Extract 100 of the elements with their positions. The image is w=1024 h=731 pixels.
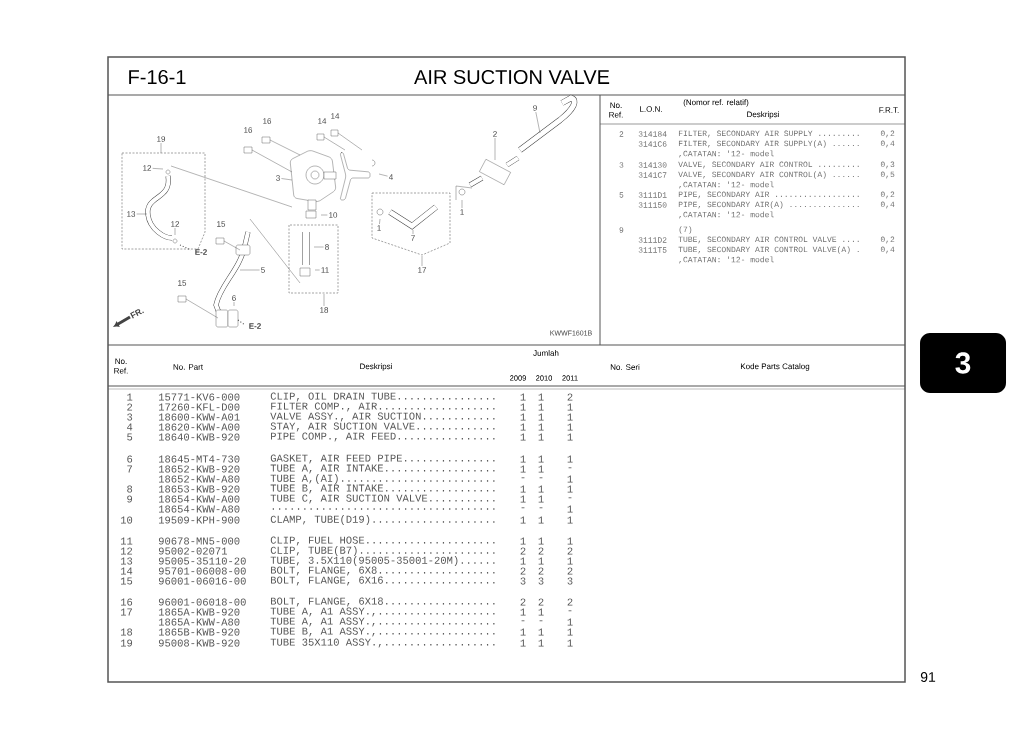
table-cell: 11 (120, 537, 133, 545)
table-cell: 2 (619, 131, 624, 137)
callout-number: 14 (331, 113, 340, 119)
table-cell: 1 (520, 465, 526, 473)
table-cell: 1865A-KWW-A80 (158, 618, 240, 626)
table-cell: 1 (520, 423, 526, 431)
table-cell: 2 (538, 547, 544, 555)
table-cell: TUBE A, A1 ASSY.,................... (270, 607, 495, 617)
table-cell: TUBE A,(AI)......................... (270, 474, 495, 484)
table-cell: FILTER, SECONDARY AIR SUPPLY ......... (678, 130, 859, 138)
table-cell: 2 (567, 598, 573, 606)
table-cell: 1 (567, 433, 573, 441)
table-cell: 95002-02071 (158, 547, 227, 555)
table-cell: 3141C6 (638, 141, 667, 147)
table-cell: 1865B-KWB-920 (158, 628, 240, 636)
table-cell: 0,5 (880, 171, 895, 179)
callout-number: 18 (320, 307, 329, 313)
leader-line (379, 218, 381, 225)
table-cell: 1 (567, 403, 573, 411)
callout-number: 3 (276, 175, 280, 181)
callout-number: 4 (388, 174, 393, 180)
table-cell: 95005-35110-20 (158, 557, 246, 565)
table-cell: 1 (538, 628, 544, 636)
table-cell: 0,2 (880, 130, 895, 138)
table-cell: 9 (619, 227, 624, 233)
table-cell: - (539, 507, 543, 509)
table-cell: VALVE ASSY., AIR SUCTION............ (270, 412, 495, 422)
table-cell: ,CATATAN: '12- model (679, 211, 774, 219)
table-cell: 1 (538, 608, 544, 616)
table-cell: 2 (567, 547, 573, 555)
table-cell: 314130 (638, 162, 667, 168)
leader-line (152, 168, 164, 170)
callout-number: 19 (157, 136, 166, 142)
table-header: No. Ref. (609, 102, 623, 118)
table-cell: TUBE C, AIR SUCTION VALVE........... (270, 494, 495, 504)
table-cell: 1 (520, 557, 526, 565)
table-cell: 18600-KWW-A01 (158, 413, 240, 421)
leader-line (412, 229, 414, 235)
table-cell: 1 (538, 465, 544, 473)
table-header: No. Part (173, 364, 203, 370)
table-cell: 0,2 (880, 236, 895, 244)
table-header: No. Ref. (114, 358, 128, 374)
leader-line (378, 173, 388, 177)
table-cell: - (521, 620, 525, 622)
table-cell: - (521, 477, 525, 479)
table-cell: 1 (567, 537, 573, 545)
table-cell: TUBE, SECONDARY AIR CONTROL VALVE(A) . (678, 246, 859, 254)
table-cell: BOLT, FLANGE, 6X8................... (271, 566, 495, 576)
table-header: F.R.T. (879, 107, 899, 113)
callout-number: 6 (232, 295, 236, 301)
table-cell: 1 (538, 413, 544, 421)
table-cell: 5 (619, 192, 624, 198)
table-cell: 95008-KWB-920 (158, 639, 240, 647)
table-cell: 9 (127, 495, 133, 503)
page-title: AIR SUCTION VALVE (414, 69, 610, 85)
callout-number: 12 (143, 165, 152, 171)
table-cell: 0,4 (880, 140, 895, 148)
table-cell: CLIP, TUBE(B7)...................... (270, 546, 495, 556)
table-cell: TUBE A, A1 ASSY.,................... (270, 617, 495, 627)
table-cell: TUBE 35X110 ASSY.,.................. (270, 638, 495, 648)
table-cell: 1 (567, 516, 573, 524)
table-cell: 0,4 (880, 246, 895, 254)
table-cell: .................................... (272, 508, 495, 510)
table-cell: PIPE, SECONDARY AIR .................. (678, 191, 859, 199)
leader-line (174, 227, 176, 236)
table-cell: 10 (120, 516, 133, 524)
table-cell: 18654-KWW-A00 (158, 495, 240, 503)
table-cell: FILTER COMP., AIR................... (271, 402, 495, 412)
callout-number: 15 (217, 221, 226, 227)
leader-line (461, 199, 463, 209)
direction-label: FR. (130, 309, 144, 319)
table-cell: 1 (127, 393, 133, 401)
table-cell: 1 (520, 413, 526, 421)
reference-marker: E-2 (249, 323, 261, 329)
page-number: 91 (920, 672, 936, 682)
table-cell: 0,2 (880, 191, 895, 199)
table-cell: PIPE, SECONDARY AIR(A) ............... (678, 201, 859, 209)
table-cell: 18620-KWW-A00 (158, 423, 240, 431)
leader-line (160, 142, 162, 154)
table-cell: 18653-KWB-920 (158, 485, 240, 493)
table-cell: 2 (567, 567, 573, 575)
leader-line (239, 269, 260, 271)
table-cell: 1865A-KWB-920 (158, 608, 240, 616)
table-cell: (7) (679, 226, 692, 234)
table-cell: 1 (538, 516, 544, 524)
table-cell: - (568, 467, 572, 469)
table-cell: 96001-06018-00 (158, 598, 246, 606)
table-cell: 1 (520, 537, 526, 545)
leader-line (320, 214, 328, 216)
table-cell: VALVE, SECONDARY AIR CONTROL ......... (678, 161, 859, 169)
table-cell: 17260-KFL-D00 (158, 403, 240, 411)
leader-line (233, 301, 235, 307)
table-cell: 1 (538, 433, 544, 441)
table-cell: - (568, 497, 572, 499)
table-cell: 13 (120, 557, 133, 565)
table-cell: 18645-MT4-730 (158, 455, 240, 463)
table-cell: 1 (567, 413, 573, 421)
table-cell: 1 (538, 495, 544, 503)
table-cell: 1 (567, 505, 573, 513)
table-cell: 3 (538, 577, 544, 585)
